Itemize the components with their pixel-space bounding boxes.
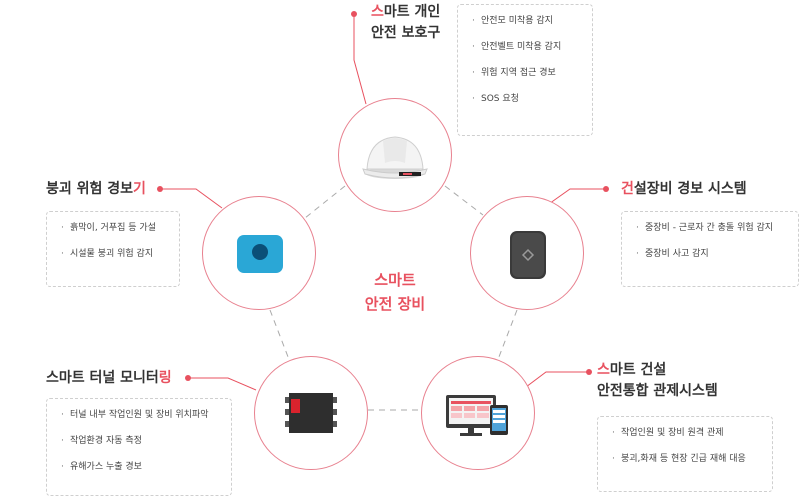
list-item: 위험 지역 접근 경보 [472, 67, 580, 80]
connector-helmet-collapse [304, 185, 346, 219]
chip-module-icon [285, 393, 337, 433]
list-item: 중장비 사고 감지 [636, 248, 786, 261]
connector-collapse-tunnel [269, 309, 291, 363]
helmet-title: 스마트 개인 안전 보호구 [371, 4, 441, 41]
integrated-feature-box: 작업인원 및 장비 원격 관제 붕괴,화재 등 현장 긴급 재해 대응 [597, 416, 773, 492]
heavy-feature-box: 중장비 - 근로자 간 충돌 위험 감지 중장비 사고 감지 [621, 211, 799, 287]
integrated-circle [421, 356, 535, 470]
hardhat-icon [362, 136, 428, 179]
list-item: 유해가스 누출 경보 [61, 461, 219, 474]
leader-dot-heavy [603, 186, 609, 192]
list-item: 안전모 미착용 감지 [472, 15, 580, 28]
leader-dot-tunnel [185, 375, 191, 381]
leader-integrated [525, 371, 589, 388]
center-label-line1: 스마트 [374, 271, 416, 289]
center-label: 스마트 안전 장비 [330, 268, 460, 316]
leader-helmet [353, 14, 367, 105]
leader-tunnel [188, 377, 257, 391]
collapse-title: 붕괴 위험 경보기 [46, 181, 146, 197]
heavy-circle [470, 196, 584, 310]
connector-helmet-heavy [444, 185, 484, 216]
list-item: 중장비 - 근로자 간 충돌 위험 감지 [636, 222, 786, 235]
tunnel-title: 스마트 터널 모니터링 [46, 370, 172, 386]
list-item: 시설물 붕괴 위험 감지 [61, 248, 167, 261]
tunnel-feature-box: 터널 내부 작업인원 및 장비 위치파악 작업환경 자동 측정 유해가스 누출 … [46, 398, 232, 496]
leader-dot-helmet [351, 11, 357, 17]
leader-dot-collapse [157, 186, 163, 192]
list-item: 작업환경 자동 측정 [61, 435, 219, 448]
integrated-title: 스마트 건설 안전통합 관제시스템 [597, 362, 718, 399]
helmet-feature-box: 안전모 미착용 감지 안전벨트 미착용 감지 위험 지역 접근 경보 SOS 요… [457, 4, 593, 136]
list-item: 붕괴,화재 등 현장 긴급 재해 대응 [612, 453, 760, 466]
center-label-line2: 안전 장비 [364, 295, 426, 313]
connector-heavy-integrated [496, 309, 518, 363]
list-item: 안전벨트 미착용 감지 [472, 41, 580, 54]
tunnel-circle [254, 356, 368, 470]
leader-collapse [160, 188, 223, 209]
monitor-tablet-icon [446, 395, 508, 436]
heavy-title: 건설장비 경보 시스템 [621, 181, 747, 197]
list-item: 흙막이, 거푸집 등 가설 [61, 222, 167, 235]
list-item: 터널 내부 작업인원 및 장비 위치파악 [61, 409, 219, 422]
collapse-feature-box: 흙막이, 거푸집 등 가설 시설물 붕괴 위험 감지 [46, 211, 180, 287]
list-item: SOS 요청 [472, 93, 580, 106]
helmet-circle [338, 98, 452, 212]
tag-device-icon [510, 231, 546, 279]
sensor-icon [237, 235, 283, 273]
collapse-circle [202, 196, 316, 310]
list-item: 작업인원 및 장비 원격 관제 [612, 427, 760, 440]
leader-dot-integrated [586, 369, 592, 375]
leader-heavy [545, 188, 606, 207]
